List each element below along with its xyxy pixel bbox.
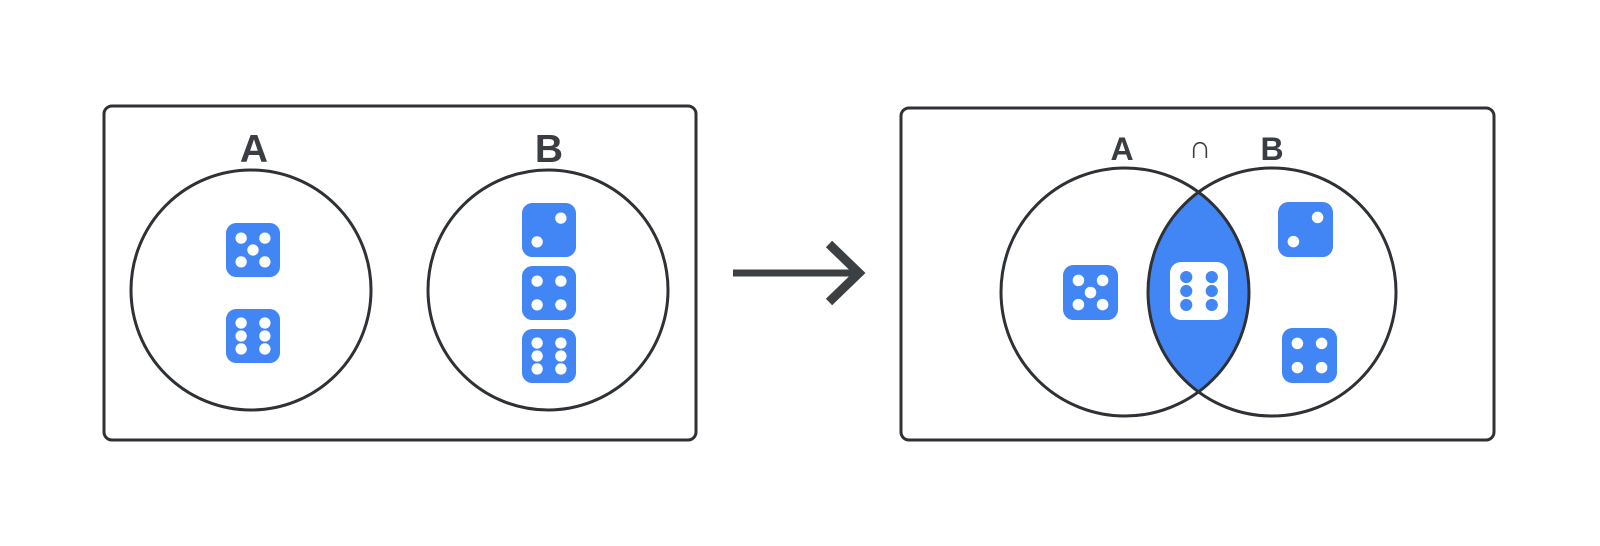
die-b-only-two-icon [1278, 202, 1333, 257]
die-a-only-five-icon [1063, 265, 1118, 320]
die-b-two-icon [522, 203, 576, 257]
intersection-symbol: ∩ [1188, 129, 1211, 165]
before-panel: A B [102, 104, 698, 442]
venn-a-label: A [1110, 131, 1133, 167]
die-b-six-icon [522, 329, 576, 383]
after-panel: A ∩ B [899, 106, 1496, 442]
die-intersection-six-icon [1170, 262, 1228, 320]
set-a-label: A [240, 128, 268, 171]
venn-b-circle [1146, 166, 1398, 418]
right-arrow-icon [733, 240, 866, 306]
set-b-label: B [535, 128, 563, 171]
venn-b-label: B [1260, 131, 1283, 167]
before-panel-frame [102, 104, 698, 442]
die-b-only-four-icon [1282, 328, 1337, 383]
die-b-four-icon [522, 266, 576, 320]
venn-a-circle [999, 166, 1251, 418]
set-b-circle [426, 168, 670, 412]
die-a-six-icon [226, 309, 280, 363]
die-a-five-icon [226, 223, 280, 277]
set-a-circle [129, 168, 373, 412]
